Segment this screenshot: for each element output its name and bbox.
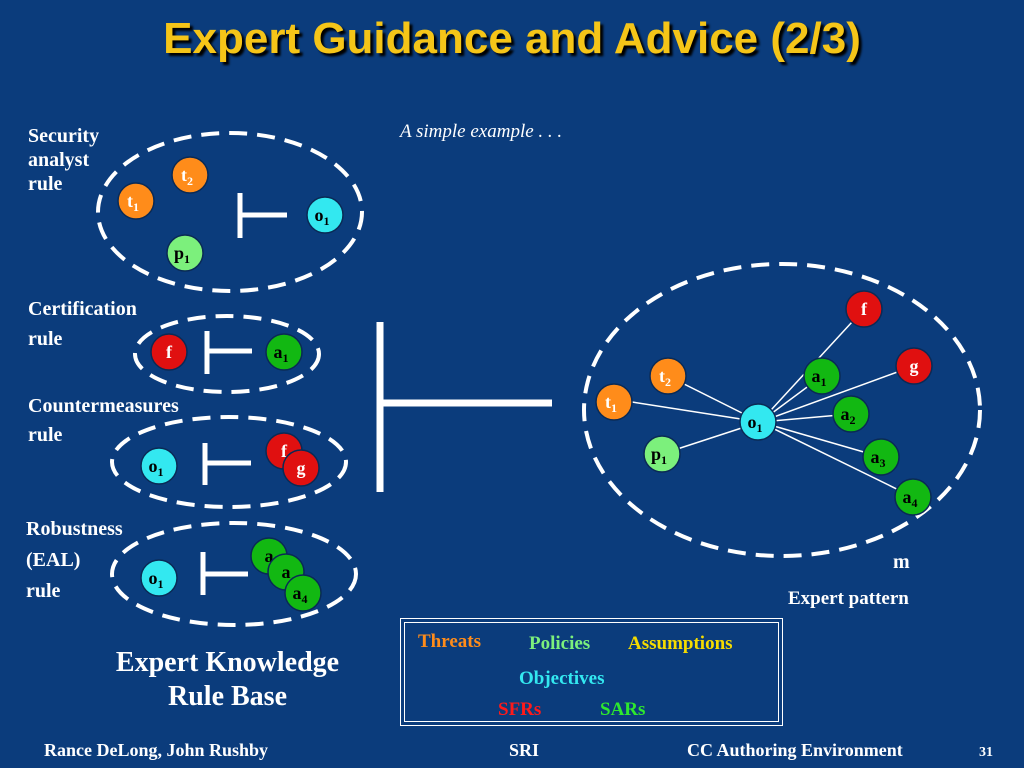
- node-t1-pat: t1: [595, 383, 633, 421]
- turnstile-symbols: [200, 193, 552, 595]
- legend-box: Threats Policies Assumptions Objectives …: [400, 618, 783, 726]
- certification-rule-label: Certification rule: [28, 298, 137, 350]
- node-a1-pat: a1: [803, 357, 841, 395]
- security-rule-ellipse: [96, 131, 364, 293]
- rule-ellipses: [96, 131, 982, 627]
- edge-o1-a4: [759, 421, 914, 498]
- node-a1-cert: a1: [265, 333, 303, 371]
- node-a4-rob: a4: [284, 574, 322, 612]
- node-g-pat: g: [895, 347, 933, 385]
- node-circle: [595, 383, 633, 421]
- node-circle: [265, 333, 303, 371]
- slide-title: Expert Guidance and Advice (2/3): [163, 14, 861, 63]
- footer-page-number: 31: [979, 745, 993, 760]
- node-f-pat: f: [845, 290, 883, 328]
- footer-org: SRI: [509, 740, 540, 760]
- node-circle: [649, 357, 687, 395]
- node-label: f: [281, 441, 288, 461]
- footer-authors: Rance DeLong, John Rushby: [44, 740, 269, 760]
- node-circle: [739, 403, 777, 441]
- node-circle: [643, 435, 681, 473]
- node-circle: [282, 449, 320, 487]
- node-a2-pat: a2: [832, 395, 870, 433]
- node-circle: [166, 234, 204, 272]
- legend-objectives: Objectives: [519, 668, 605, 689]
- node-circle: [150, 333, 188, 371]
- security-rule-label: Security analyst rule: [28, 125, 100, 195]
- node-circle: [895, 347, 933, 385]
- node-o1-cm: o1: [140, 447, 178, 485]
- node-circle: [140, 559, 178, 597]
- node-a4-pat: a4: [894, 478, 932, 516]
- node-circle: [171, 156, 209, 194]
- legend-sfrs: SFRs: [498, 699, 542, 720]
- turnstile-robustness: [200, 552, 248, 595]
- node-label: a: [282, 562, 291, 582]
- node-t1-sec: t1: [117, 182, 155, 220]
- robustness-rule-ellipse: [110, 521, 358, 627]
- node-f-cert: f: [150, 333, 188, 371]
- node-g-cm: g: [282, 449, 320, 487]
- node-t2-pat: t2: [649, 357, 687, 395]
- node-circle: [117, 182, 155, 220]
- example-caption: A simple example . . .: [400, 121, 563, 142]
- node-circle: [803, 357, 841, 395]
- legend-assumptions: Assumptions: [628, 633, 733, 654]
- node-label: g: [297, 458, 306, 478]
- expert-pattern-caption: Expert pattern: [788, 588, 909, 609]
- node-circle: [284, 574, 322, 612]
- legend-sars: SARs: [600, 699, 646, 720]
- edge-t1-o1: [631, 401, 761, 423]
- countermeasures-rule-label: Countermeasures rule: [28, 395, 179, 446]
- turnstile-certification: [204, 331, 252, 374]
- turnstile-countermeasures: [202, 443, 251, 485]
- legend-policies: Policies: [529, 633, 591, 654]
- node-label: f: [861, 299, 868, 319]
- node-circle: [845, 290, 883, 328]
- node-label: a: [265, 546, 274, 566]
- rule-base-title: Expert Knowledge Rule Base: [115, 647, 340, 712]
- node-o1-pat: o1: [739, 403, 777, 441]
- node-label: f: [166, 342, 173, 362]
- node-t2-sec: t2: [171, 156, 209, 194]
- node-circle: [140, 447, 178, 485]
- node-p1-sec: p1: [166, 234, 204, 272]
- certification-rule-ellipse: [133, 314, 321, 394]
- footer-project: CC Authoring Environment: [687, 740, 903, 760]
- node-label: g: [910, 356, 919, 376]
- turnstile-security: [237, 193, 287, 238]
- expert-pattern-ellipse: [582, 262, 982, 558]
- legend-threats: Threats: [418, 631, 481, 652]
- node-circle: [894, 478, 932, 516]
- edge-o1-a3: [759, 421, 882, 458]
- node-o1-sec: o1: [306, 196, 344, 234]
- pattern-m-label: m: [893, 551, 910, 573]
- node-o1-rob: o1: [140, 559, 178, 597]
- node-a3-pat: a3: [862, 438, 900, 476]
- node-circle: [832, 395, 870, 433]
- node-p1-pat: p1: [643, 435, 681, 473]
- edge-o1-g: [759, 365, 915, 423]
- node-circle: [862, 438, 900, 476]
- robustness-rule-label: Robustness (EAL) rule: [26, 518, 123, 602]
- node-circle: [306, 196, 344, 234]
- countermeasures-rule-ellipse: [110, 415, 348, 509]
- turnstile-main: [376, 322, 552, 492]
